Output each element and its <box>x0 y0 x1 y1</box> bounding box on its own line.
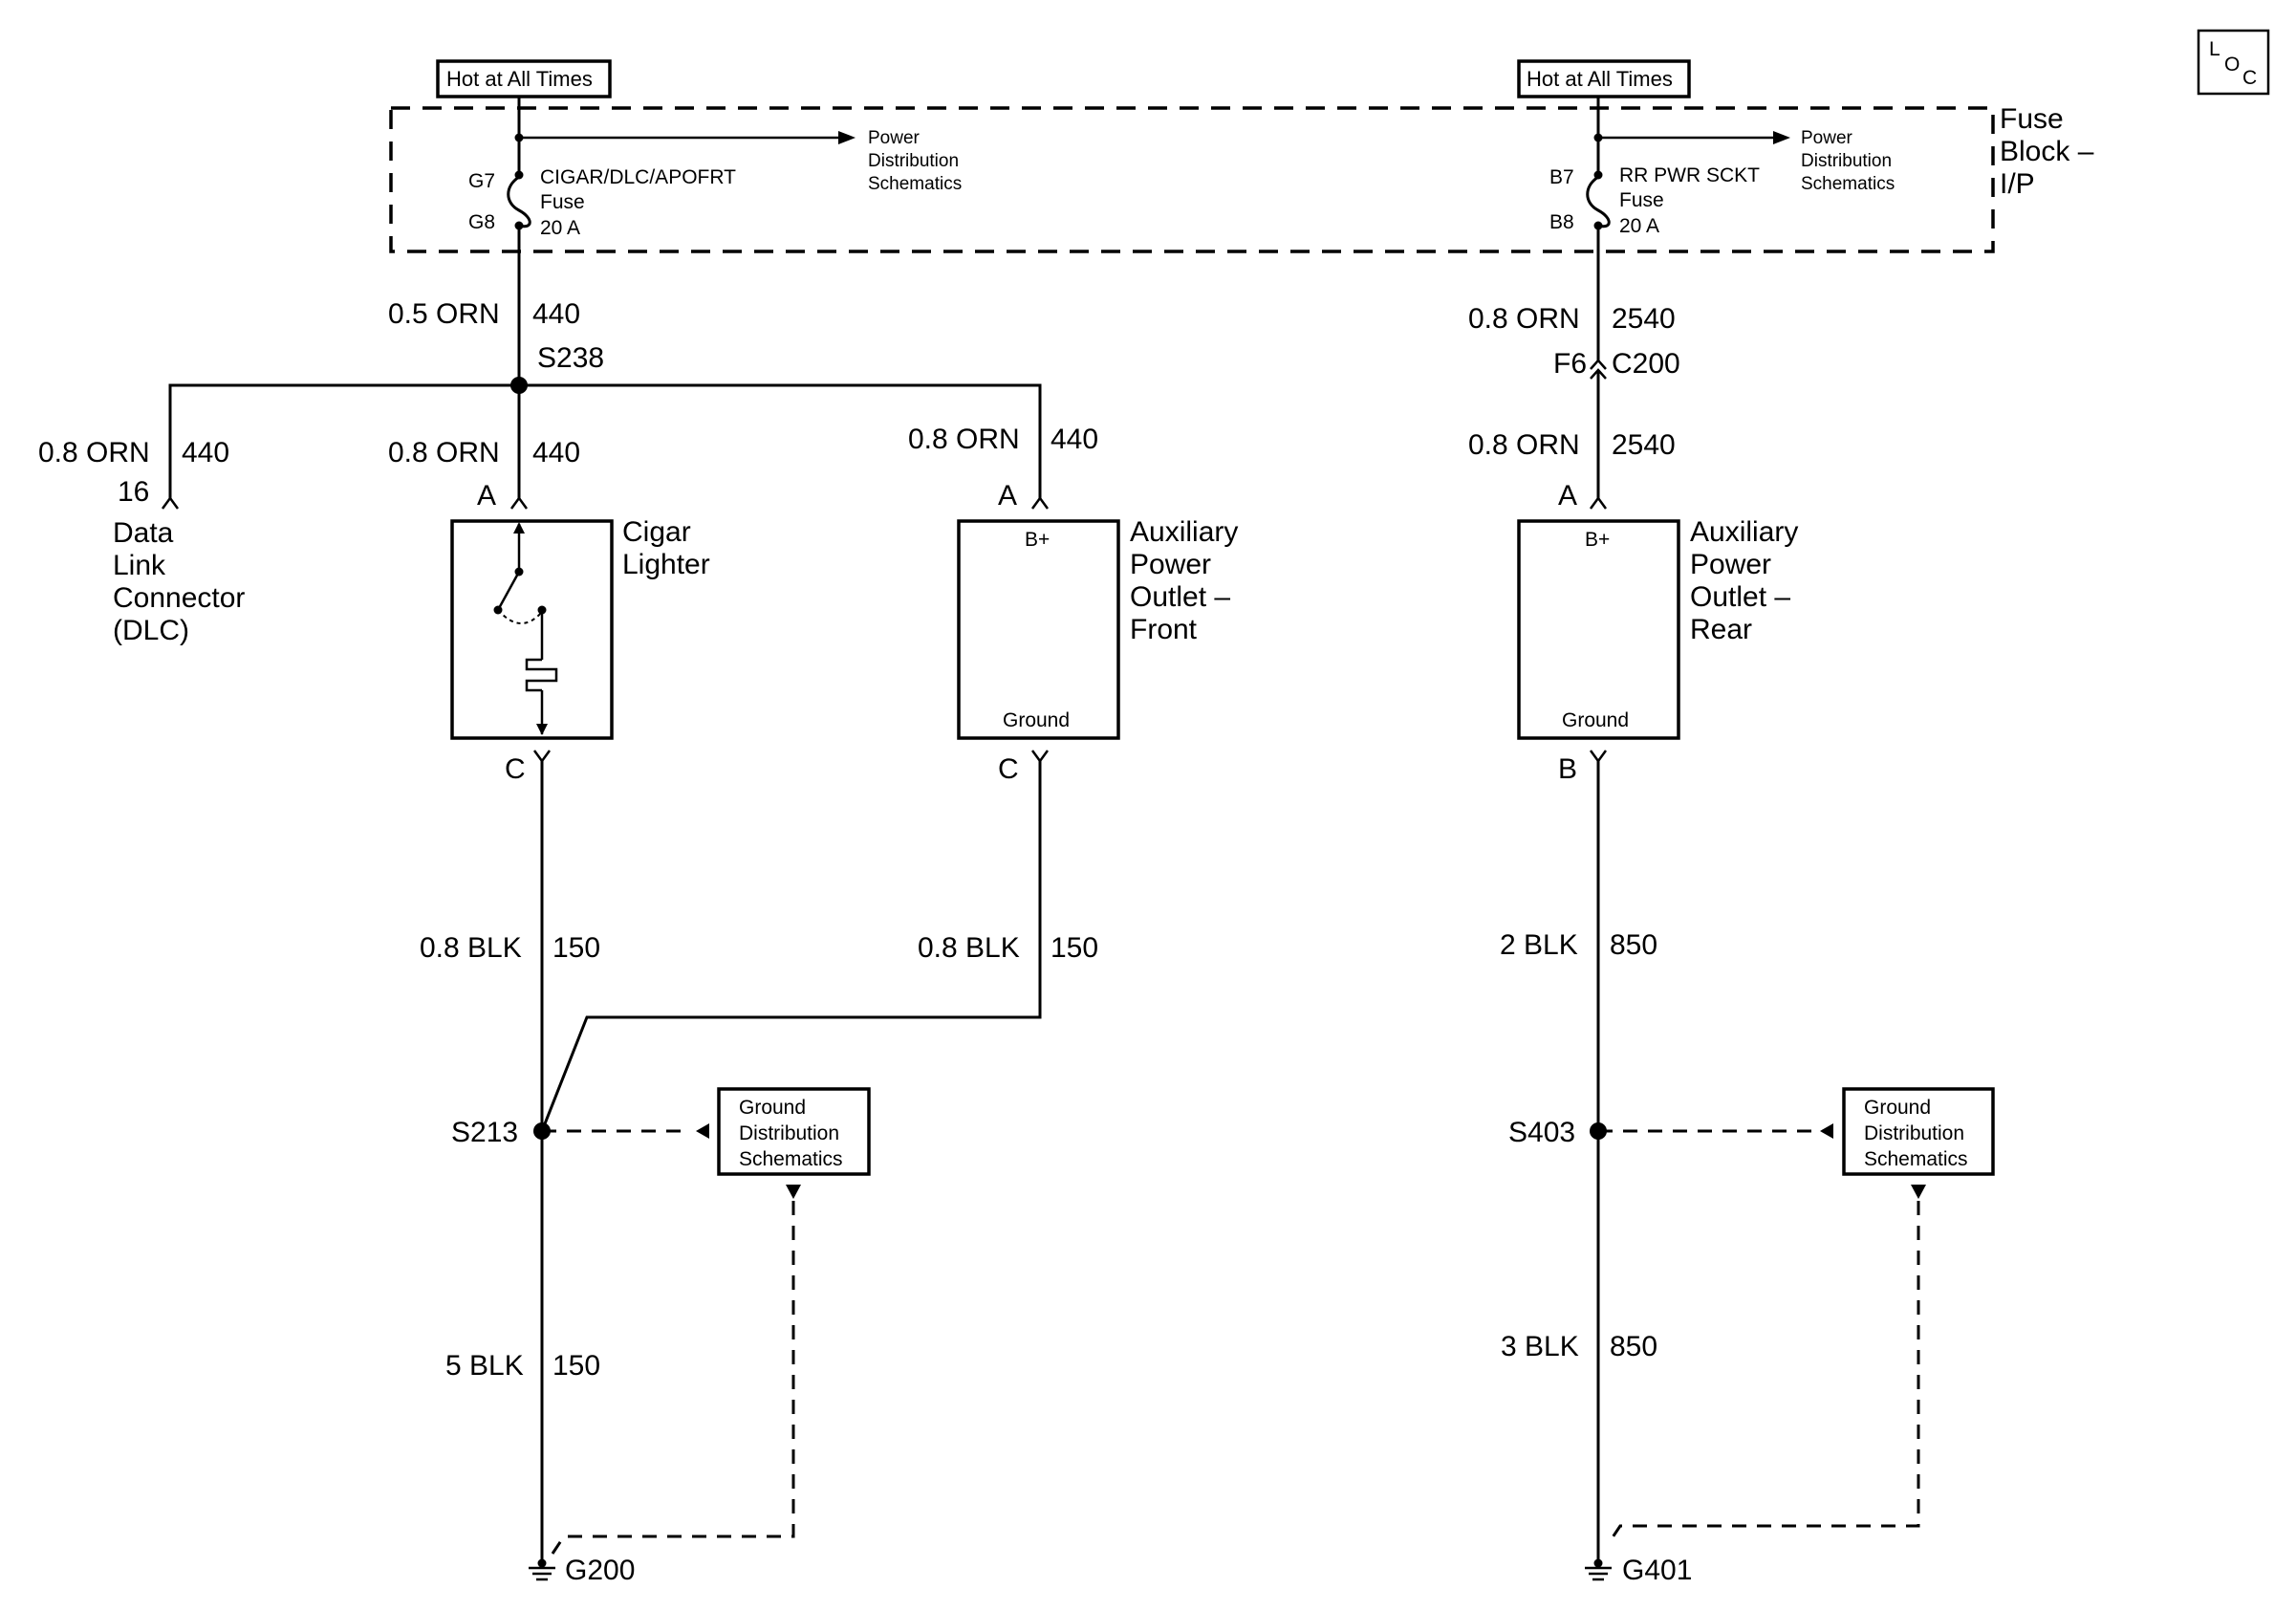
svg-text:Hot at All Times: Hot at All Times <box>1527 67 1673 91</box>
svg-text:0.8 ORN: 0.8 ORN <box>1468 303 1580 335</box>
svg-text:850: 850 <box>1610 1331 1657 1362</box>
hot-at-all-times-label-left <box>436 59 612 98</box>
svg-text:850: 850 <box>1610 929 1657 961</box>
svg-text:F6: F6 <box>1553 348 1587 380</box>
svg-text:16: 16 <box>118 476 149 508</box>
svg-text:C: C <box>998 753 1019 785</box>
arrow-left-icon <box>1820 1123 1833 1139</box>
svg-text:C: C <box>505 753 526 785</box>
svg-text:2540: 2540 <box>1612 429 1676 461</box>
svg-text:B8: B8 <box>1549 211 1574 233</box>
arrow-right-icon <box>1773 131 1790 144</box>
svg-text:0.5 ORN: 0.5 ORN <box>388 298 500 330</box>
ground-g401-icon <box>1585 1558 1612 1581</box>
auxiliary-power-outlet-rear[interactable] <box>1517 519 1680 740</box>
svg-text:G401: G401 <box>1622 1555 1692 1586</box>
svg-text:0.8 ORN: 0.8 ORN <box>1468 429 1580 461</box>
svg-text:C: C <box>2242 67 2257 89</box>
svg-text:G8: G8 <box>468 211 495 233</box>
svg-text:L: L <box>2209 38 2220 60</box>
svg-text:B+: B+ <box>1585 529 1610 551</box>
svg-text:150: 150 <box>552 932 600 964</box>
svg-text:20 A: 20 A <box>540 217 580 239</box>
svg-text:S213: S213 <box>451 1117 518 1148</box>
svg-text:B: B <box>1558 753 1577 785</box>
svg-text:0.8 ORN: 0.8 ORN <box>908 424 1020 455</box>
svg-text:Fuse: Fuse <box>540 191 585 213</box>
svg-text:Fuse: Fuse <box>1619 189 1664 211</box>
ground-g200-icon <box>529 1558 555 1581</box>
fuse-rr-pwr-sckt <box>1586 174 1611 229</box>
svg-text:Ground: Ground <box>1003 709 1070 731</box>
arrow-left-icon <box>696 1123 709 1139</box>
svg-text:0.8 BLK: 0.8 BLK <box>918 932 1020 964</box>
arrow-right-icon <box>838 131 856 144</box>
svg-text:C200: C200 <box>1612 348 1680 380</box>
svg-text:A: A <box>998 480 1017 512</box>
svg-text:Ground: Ground <box>1562 709 1629 731</box>
hot-at-all-times-label-right <box>1517 59 1691 98</box>
ground-distribution-ref-left[interactable] <box>717 1087 871 1176</box>
arrow-down-icon <box>786 1185 801 1199</box>
svg-text:5 BLK: 5 BLK <box>445 1350 524 1382</box>
svg-text:O: O <box>2224 54 2240 76</box>
svg-text:A: A <box>1558 480 1577 512</box>
svg-text:0.8 ORN: 0.8 ORN <box>388 437 500 468</box>
svg-text:20 A: 20 A <box>1619 215 1659 237</box>
svg-text:G7: G7 <box>468 170 495 192</box>
svg-text:A: A <box>477 480 496 512</box>
cigar-lighter-component[interactable] <box>450 519 614 740</box>
svg-text:G200: G200 <box>565 1555 635 1586</box>
svg-text:440: 440 <box>182 437 229 468</box>
cigar-lighter-symbol <box>493 522 558 735</box>
svg-text:440: 440 <box>532 437 580 468</box>
svg-text:0.8 ORN: 0.8 ORN <box>38 437 150 468</box>
svg-text:Hot at All Times: Hot at All Times <box>446 67 593 91</box>
svg-text:150: 150 <box>1051 932 1098 964</box>
connector-c200-f6 <box>1590 359 1607 380</box>
svg-text:150: 150 <box>552 1350 600 1382</box>
svg-text:B+: B+ <box>1025 529 1050 551</box>
auxiliary-power-outlet-front[interactable] <box>957 519 1120 740</box>
svg-text:3 BLK: 3 BLK <box>1501 1331 1579 1362</box>
svg-text:B7: B7 <box>1549 166 1574 188</box>
svg-text:440: 440 <box>1051 424 1098 455</box>
svg-text:S238: S238 <box>537 342 604 374</box>
svg-text:RR PWR SCKT: RR PWR SCKT <box>1619 164 1760 186</box>
fuse-cigar-dlc-apofrt <box>507 174 531 229</box>
location-icon[interactable]: L O C <box>2197 29 2270 96</box>
svg-text:CIGAR/DLC/APOFRT: CIGAR/DLC/APOFRT <box>540 166 736 188</box>
svg-text:2 BLK: 2 BLK <box>1500 929 1578 961</box>
ground-distribution-ref-right[interactable] <box>1842 1087 1995 1176</box>
svg-text:2540: 2540 <box>1612 303 1676 335</box>
svg-text:440: 440 <box>532 298 580 330</box>
svg-text:S403: S403 <box>1508 1117 1575 1148</box>
fuse-block-outline <box>389 106 1995 253</box>
connector-dlc-pin-16 <box>161 495 180 510</box>
arrow-down-icon <box>1911 1185 1926 1199</box>
svg-text:0.8 BLK: 0.8 BLK <box>420 932 522 964</box>
